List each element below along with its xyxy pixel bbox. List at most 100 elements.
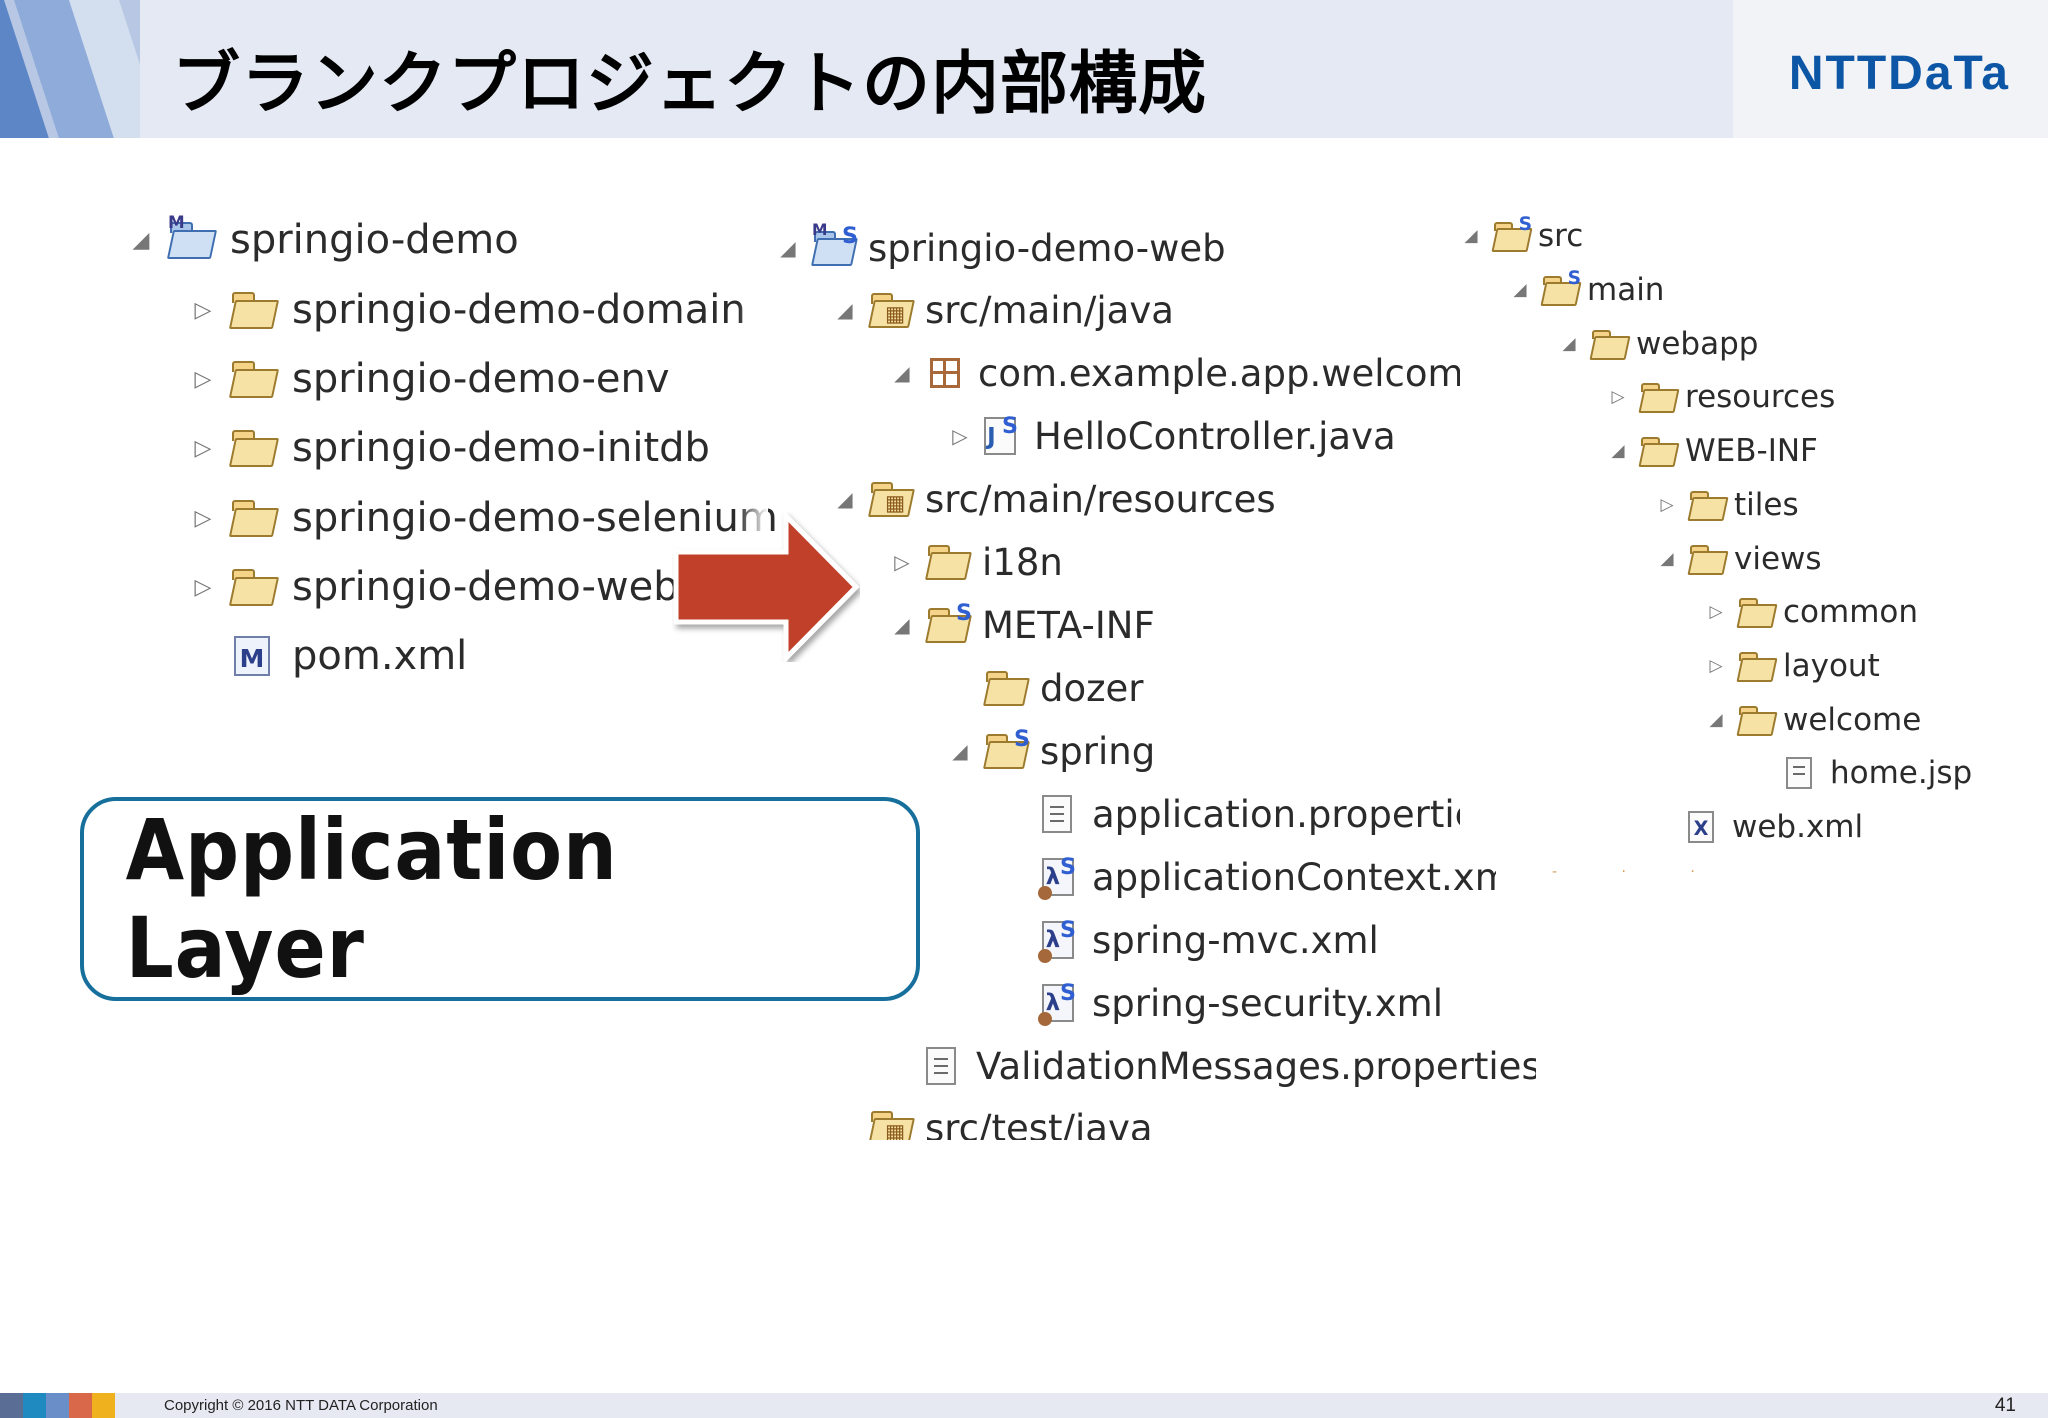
tree-item-tiles[interactable]: ▷ tiles	[1656, 482, 1798, 528]
tree-item-label: HelloController.java	[1034, 414, 1396, 458]
tree-item-springio-demo-env[interactable]: ▷ springio-demo-env	[190, 351, 670, 407]
folder-icon	[1688, 543, 1724, 575]
expand-toggle-icon[interactable]: ▷	[194, 366, 212, 392]
expand-toggle-icon[interactable]: ▷	[1709, 602, 1723, 622]
tree-item-views[interactable]: ◢ views	[1656, 536, 1821, 582]
spring-folder-icon: S	[1541, 268, 1581, 306]
expand-toggle-icon[interactable]: ◢	[894, 361, 910, 385]
expand-toggle-icon[interactable]: ◢	[952, 739, 968, 763]
spring-folder-icon: S	[984, 726, 1030, 770]
tree-item-springio-demo-initdb[interactable]: ▷ springio-demo-initdb	[190, 420, 710, 476]
tree-item-webapp[interactable]: ◢ webapp	[1558, 321, 1758, 367]
tree-item-label: springio-demo	[230, 217, 519, 263]
tree-item-label: common	[1783, 594, 1919, 630]
folder-icon	[1639, 381, 1675, 413]
tree-item-src-main-resources[interactable]: ◢ ▦ src/main/resources	[833, 473, 1275, 525]
tree-item-dozer[interactable]: dozer	[948, 662, 1144, 714]
tree-item-src-test-java[interactable]: ▦ src/test/java	[833, 1102, 1153, 1140]
tree-item-label: spring	[1040, 729, 1156, 773]
expand-toggle-icon[interactable]: ▷	[1660, 495, 1674, 515]
folder-icon	[230, 498, 276, 538]
folder-icon	[1737, 596, 1773, 628]
tree-item-home-jsp[interactable]: home.jsp	[1754, 750, 1972, 796]
tree-item-src[interactable]: ◢ S src	[1460, 213, 1583, 259]
expand-toggle-icon[interactable]: ◢	[837, 487, 853, 511]
expand-toggle-icon[interactable]: ▷	[194, 435, 212, 461]
source-folder-icon: ▦	[869, 1109, 911, 1140]
arrow-shape	[673, 512, 860, 662]
tree-item-label: application.properties	[1092, 792, 1482, 836]
tree-item-label: web.xml	[1732, 809, 1864, 845]
source-folder-icon: ▦	[869, 480, 911, 518]
tree-item-validationmessages-properties[interactable]: ValidationMessages.properties	[890, 1040, 1536, 1092]
tree-item-meta-inf[interactable]: ◢ S META-INF	[890, 599, 1155, 651]
source-folder-icon: ▦	[869, 291, 911, 329]
slide-title: ブランクプロジェクトの内部構成	[172, 45, 1208, 124]
expand-toggle-icon[interactable]: ◢	[132, 227, 150, 253]
tree-item-resources[interactable]: ▷ resources	[1607, 374, 1835, 420]
tree-item-src-main-java[interactable]: ◢ ▦ src/main/java	[833, 284, 1174, 336]
jsp-file-icon	[1786, 757, 1812, 789]
maven-project-icon: M	[168, 212, 214, 260]
tree-item-common[interactable]: ▷ common	[1705, 589, 1918, 635]
folder-icon	[230, 428, 276, 468]
properties-file-icon	[1042, 795, 1072, 833]
tree-item-springio-demo-web[interactable]: ▷ springio-demo-web	[190, 559, 679, 615]
folder-icon	[1737, 704, 1773, 736]
tree-item-web-xml[interactable]: X web.xml	[1656, 804, 1863, 850]
tree-item-layout[interactable]: ▷ layout	[1705, 643, 1880, 689]
tree-item-web-inf[interactable]: ◢ WEB-INF	[1607, 428, 1817, 474]
callout-label: Application Layer	[125, 801, 618, 997]
expand-toggle-icon[interactable]: ◢	[1464, 226, 1478, 246]
expand-toggle-icon[interactable]: ▷	[952, 424, 968, 448]
expand-toggle-icon[interactable]: ◢	[1709, 710, 1723, 730]
expand-toggle-icon[interactable]: ◢	[894, 613, 910, 637]
copyright-text: Copyright © 2016 NTT DATA Corporation	[164, 1397, 438, 1414]
spring-folder-icon: S	[926, 600, 972, 644]
tree-item-application-properties[interactable]: application.properties	[1006, 788, 1482, 840]
tree-item-pom-xml[interactable]: M pom.xml	[190, 628, 467, 684]
expand-toggle-icon[interactable]: ◢	[1562, 334, 1576, 354]
tree-item-label: src/test/java	[925, 1106, 1153, 1141]
tree-item-package-welcome[interactable]: ◢ com.example.app.welcome	[890, 347, 1468, 399]
tree-item-label: src/main/java	[925, 288, 1174, 332]
tree-item-spring[interactable]: ◢ S spring	[948, 725, 1155, 777]
folder-icon	[1590, 328, 1626, 360]
tree-item-welcome[interactable]: ◢ welcome	[1705, 697, 1921, 743]
folder-icon	[1639, 435, 1675, 467]
package-icon	[926, 354, 964, 392]
expand-toggle-icon[interactable]: ▷	[1611, 387, 1625, 407]
expand-toggle-icon[interactable]: ▷	[194, 297, 212, 323]
expand-toggle-icon[interactable]: ◢	[837, 298, 853, 322]
webapp-tree: ◢ S src ◢ S main ◢ webapp ▷ resources ◢ …	[1460, 213, 2020, 853]
tree-item-label: layout	[1783, 648, 1880, 684]
expand-toggle-icon[interactable]: ◢	[1611, 441, 1625, 461]
tree-item-label: springio-demo-initdb	[292, 425, 710, 471]
tree-item-i18n[interactable]: ▷ i18n	[890, 536, 1063, 588]
tree-item-label: META-INF	[982, 603, 1155, 647]
expand-toggle-icon[interactable]: ▷	[194, 574, 212, 600]
folder-icon	[926, 543, 968, 581]
tree-item-label: springio-demo-web	[868, 226, 1226, 270]
tree-item-springio-demo[interactable]: ◢ M springio-demo	[128, 212, 519, 268]
logo-area: NTTDaTa	[1733, 0, 2048, 138]
expand-toggle-icon[interactable]: ▷	[194, 505, 212, 531]
header-decoration	[0, 0, 140, 138]
expand-toggle-icon[interactable]: ◢	[1660, 549, 1674, 569]
tree-item-main[interactable]: ◢ S main	[1509, 267, 1664, 313]
expand-toggle-icon[interactable]: ▷	[1709, 656, 1723, 676]
tree-item-springio-demo-selenium[interactable]: ▷ springio-demo-selenium	[190, 490, 778, 546]
expand-toggle-icon[interactable]: ◢	[780, 236, 796, 260]
tree-item-springio-demo-domain[interactable]: ▷ springio-demo-domain	[190, 282, 746, 338]
tree-item-label: webapp	[1636, 326, 1759, 362]
expand-toggle-icon[interactable]: ◢	[1513, 280, 1527, 300]
expand-toggle-icon[interactable]: ▷	[894, 550, 910, 574]
